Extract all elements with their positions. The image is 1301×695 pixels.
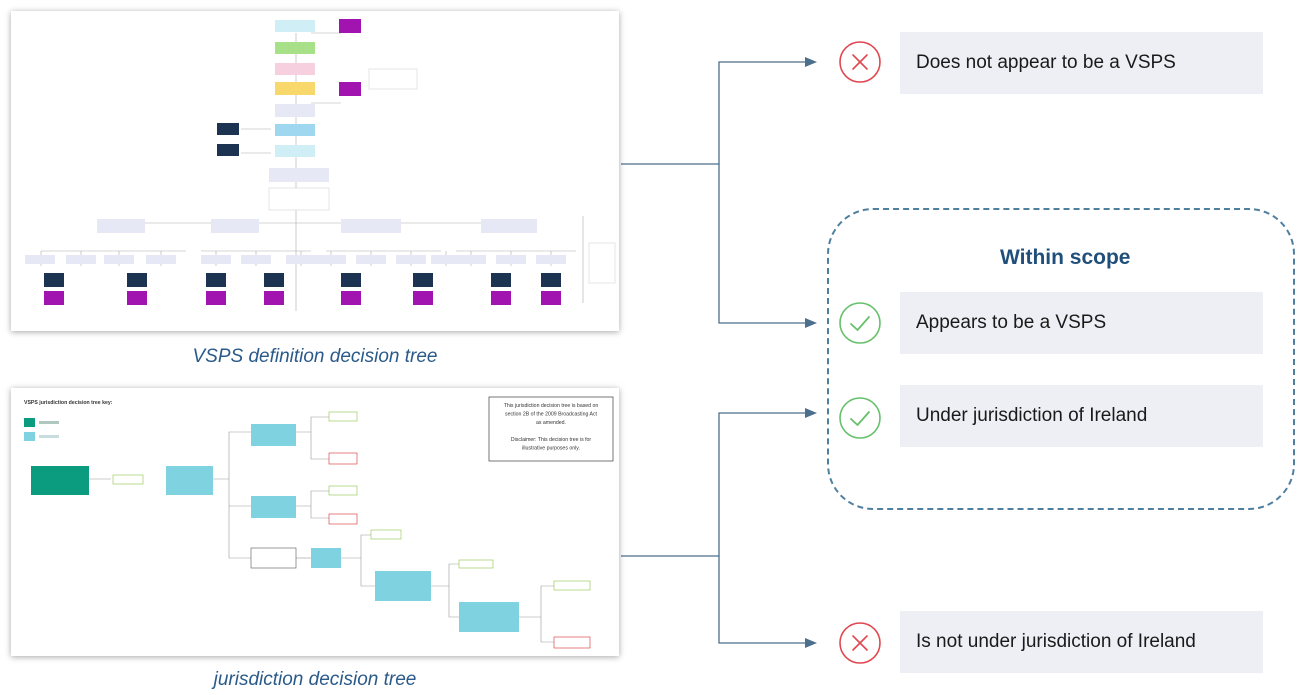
result-is-vsps-label: Appears to be a VSPS (916, 312, 1107, 333)
result-under-jurisdiction-label: Under jurisdiction of Ireland (916, 405, 1148, 426)
jurisdiction-note-line: illustrative purposes only. (522, 446, 580, 452)
within-scope-title: Within scope (1000, 246, 1131, 269)
within-scope-group (827, 208, 1295, 510)
vsps-decision-tree-thumbnail[interactable] (11, 11, 619, 331)
check-circle-icon (838, 301, 882, 345)
cross-circle-icon (838, 621, 882, 665)
jurisdiction-note-line: section 2B of the 2009 Broadcasting Act (505, 412, 598, 418)
jurisdiction-tree-caption: jurisdiction decision tree (213, 669, 417, 690)
jurisdiction-note-line: as amended. (536, 420, 566, 426)
check-circle-icon (838, 396, 882, 440)
result-under-jurisdiction: Under jurisdiction of Ireland (900, 385, 1263, 447)
jurisdiction-note-line: This jurisdiction decision tree is based… (504, 403, 599, 409)
vsps-tree-caption: VSPS definition decision tree (192, 346, 438, 367)
key-title: VSPS jurisdiction decision tree key: (24, 400, 113, 406)
jurisdiction-note-line: Disclaimer: This decision tree is for (511, 437, 592, 443)
jurisdiction-decision-tree-thumbnail[interactable]: VSPS jurisdiction decision tree key: Thi… (11, 388, 619, 656)
result-not-under-jurisdiction-label: Is not under jurisdiction of Ireland (916, 631, 1196, 652)
result-is-vsps: Appears to be a VSPS (900, 292, 1263, 354)
result-not-vsps: Does not appear to be a VSPS (900, 32, 1263, 94)
cross-circle-icon (838, 40, 882, 84)
result-not-vsps-label: Does not appear to be a VSPS (916, 52, 1176, 73)
result-not-under-jurisdiction: Is not under jurisdiction of Ireland (900, 611, 1263, 673)
